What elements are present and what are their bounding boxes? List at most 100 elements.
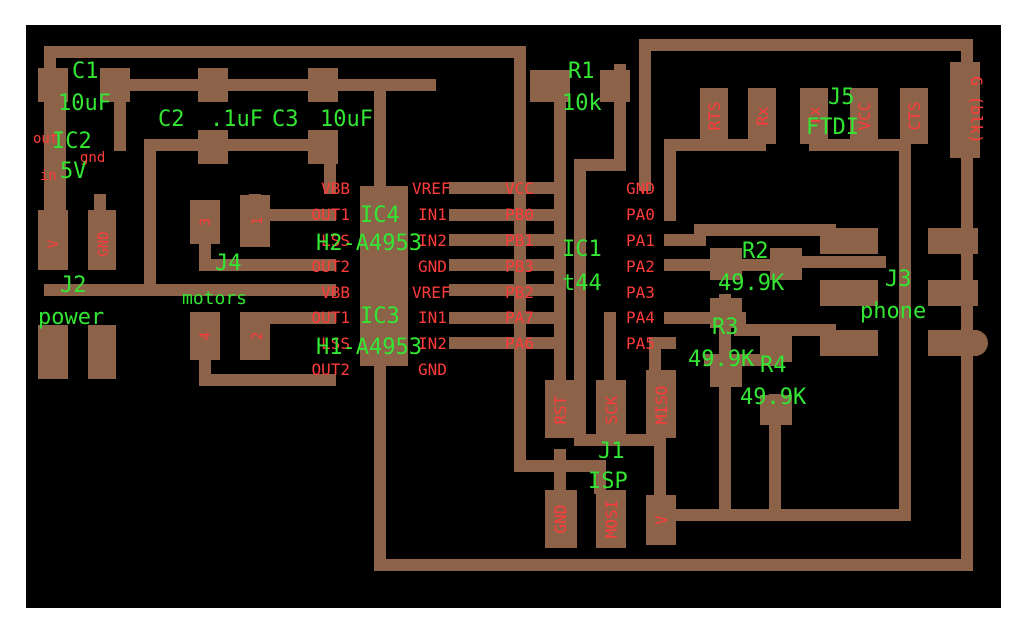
j1-name: ISP	[588, 469, 628, 494]
c3-pad-2	[308, 130, 338, 164]
ic1-ref: IC1	[562, 237, 602, 262]
ic1-pin-vcc: VCC	[505, 179, 534, 198]
ic3-name: H1-A4953	[316, 335, 422, 360]
j5-pad-cts	[900, 88, 928, 144]
ic2-out-label: out	[33, 131, 58, 147]
pin-labels: out in gnd V GND 1 2 3 4 VBB OUT1 LSS OU…	[33, 76, 986, 538]
ic3-pin-out1: OUT1	[311, 308, 350, 327]
ic4-pin-out2: OUT2	[311, 257, 350, 276]
ic3-pin-in2: IN2	[418, 334, 447, 353]
j4-pin-2: 2	[250, 332, 266, 340]
j2-pad-3	[38, 325, 68, 379]
ic1-name: t44	[562, 271, 602, 296]
ic1-pin-pb0: PB0	[505, 205, 534, 224]
j2-label: power	[38, 305, 104, 330]
ic1-pin-pb1: PB1	[505, 231, 534, 250]
ic1-pin-pa5: PA5	[626, 334, 655, 353]
j3-pad-3	[820, 330, 878, 356]
ic3-pin-in1: IN1	[418, 308, 447, 327]
j5-pin-rts: RTS	[705, 102, 724, 131]
j5-name: FTDI	[806, 115, 859, 140]
c1-pad-2	[100, 68, 130, 102]
r4-pad-2	[760, 395, 792, 425]
r1-value: 10k	[562, 91, 602, 116]
ic4-ref: IC4	[360, 203, 400, 228]
ic1-pin-pa6: PA6	[505, 334, 534, 353]
j5-pin-rx: Rx	[753, 106, 772, 126]
ic1-pin-pb3: PB3	[505, 257, 534, 276]
r4-ref: R4	[760, 353, 787, 378]
j2-pin-v: V	[46, 239, 62, 248]
ic2-gnd-label: gnd	[80, 150, 105, 166]
ic4-pin-vbb: VBB	[321, 179, 350, 198]
j4-label: motors	[182, 288, 247, 309]
ic3-pin-vref: VREF	[412, 283, 451, 302]
j1-pad-v	[646, 495, 676, 545]
ic1-pin-pa4: PA4	[626, 308, 655, 327]
j5-pin-g: G (blk)	[967, 76, 986, 143]
c2-value: .1uF	[210, 107, 263, 132]
ic4-pin-in1: IN1	[418, 205, 447, 224]
j5-pin-cts: CTS	[905, 102, 924, 131]
j1-pin-rst: RST	[551, 395, 570, 424]
ic3-pin-lss: LSS	[321, 334, 350, 353]
ic1-pin-pa1: PA1	[626, 231, 655, 250]
j1-pin-gnd: GND	[551, 505, 570, 534]
j2-pad-gnd	[88, 210, 116, 270]
j4-pin-3: 3	[198, 218, 214, 226]
r2-pad-2	[770, 248, 802, 280]
ic1-pin-pa3: PA3	[626, 283, 655, 302]
j3-pad-4	[928, 228, 978, 254]
r2-pad-1	[710, 248, 742, 280]
r3-ref: R3	[712, 315, 739, 340]
ic4-pin-lss: LSS	[321, 231, 350, 250]
c3-value: 10uF	[320, 107, 373, 132]
j2-ref: J2	[60, 273, 87, 298]
r3-pad-1	[710, 298, 742, 328]
driver-body	[360, 186, 408, 366]
j4-pin-4: 4	[198, 332, 214, 340]
ic4-pin-gnd: GND	[418, 257, 447, 276]
j2-pin-gnd: GND	[96, 231, 112, 256]
j5-pin-tx: Tx	[805, 106, 824, 126]
j5-pad-vcc	[850, 88, 878, 144]
j1-pin-sck: SCK	[602, 395, 621, 424]
ic1-pin-pa0: PA0	[626, 205, 655, 224]
c3-pad-1	[308, 68, 338, 102]
r4-value: 49.9K	[740, 385, 807, 410]
r2-ref: R2	[742, 239, 769, 264]
j4-pad-1	[240, 195, 270, 247]
j3-pad-5	[928, 280, 978, 306]
r3-pad-2	[710, 355, 742, 387]
ic3-pin-out2: OUT2	[311, 360, 350, 379]
j1-pin-v: V	[652, 515, 671, 525]
r2-value: 49.9K	[718, 271, 785, 296]
j5-pin-vcc: VCC	[855, 102, 874, 131]
j2-pad-v	[38, 210, 68, 270]
j5-pad-rx	[748, 88, 776, 144]
r1-pad-2	[600, 70, 630, 102]
j1-pad-sck	[596, 380, 626, 438]
j5-pad-g	[950, 62, 980, 158]
ic2-in-label: in	[40, 168, 57, 184]
r1-ref: R1	[568, 59, 595, 84]
j1-pad-mosi	[596, 490, 626, 548]
r4-pad-1	[760, 332, 792, 362]
ic3-ref: IC3	[360, 304, 400, 329]
ic1-pin-pa2: PA2	[626, 257, 655, 276]
ic3-pin-vbb: VBB	[321, 283, 350, 302]
j3-pad-2	[820, 280, 878, 306]
j4-pad-3	[190, 200, 220, 244]
j4-pad-2	[240, 312, 270, 360]
ic1-pin-gnd: GND	[626, 179, 655, 198]
j3-name: phone	[860, 299, 926, 324]
j1-pad-rst	[545, 380, 577, 438]
j5-pad-tx	[800, 88, 828, 144]
j1-pad-gnd	[545, 490, 577, 548]
j3-ref: J3	[885, 267, 912, 292]
ic2-ref: IC2	[52, 129, 92, 154]
ic4-pin-out1: OUT1	[311, 205, 350, 224]
j4-pad-4	[190, 312, 220, 360]
ic1-pin-pb2: PB2	[505, 283, 534, 302]
